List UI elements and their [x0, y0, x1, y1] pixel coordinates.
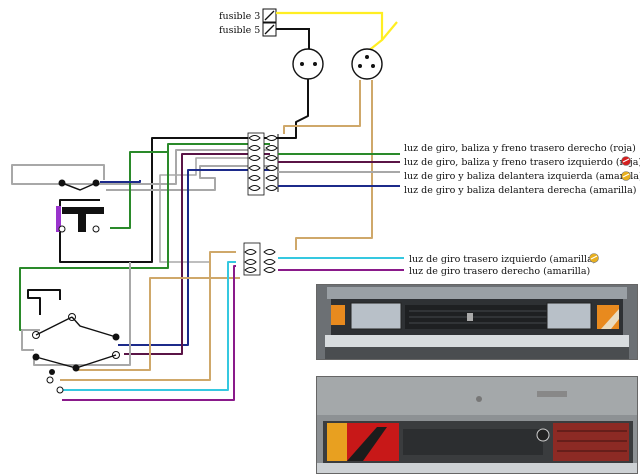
front-left-turn-lamp [331, 305, 345, 325]
fuse-block: fusible 3 fusible 5 [219, 8, 277, 37]
output-label-front-right-amber: luz de giro y baliza delantera derecha (… [404, 185, 636, 196]
output-label-rear-left-red: luz de giro, baliza y freno trasero izqu… [404, 157, 640, 168]
hazard-switch [56, 179, 104, 233]
output-label-rear-right-amber: luz de giro trasero derecho (amarilla) [409, 266, 590, 277]
relay-socket-icon [292, 48, 324, 80]
turn-switch [32, 313, 120, 394]
front-bumper-photo [316, 284, 638, 360]
fuse-5-label: fusible 5 [219, 25, 260, 36]
front-output-labels: luz de giro, baliza y freno trasero dere… [404, 143, 640, 196]
rear-bumper-illustration [317, 377, 637, 473]
output-label-rear-right-red: luz de giro, baliza y freno trasero dere… [404, 143, 636, 154]
rear-output-labels: luz de giro trasero izquierdo (amarilla)… [409, 253, 599, 277]
relay-socket-icon [351, 48, 383, 80]
output-label-front-left-amber: luz de giro y baliza delantera izquierda… [404, 171, 640, 182]
flasher-relay-left [292, 48, 324, 80]
fuse-3-label: fusible 3 [219, 11, 260, 22]
flasher-relay-right [351, 48, 383, 80]
connector-rear [243, 242, 404, 276]
power-wires [276, 11, 398, 53]
output-label-rear-left-amber: luz de giro trasero izquierdo (amarilla) [409, 254, 596, 265]
rear-right-lamp [553, 423, 629, 461]
wire-yellow-fuse-3 [276, 11, 384, 53]
connector-pins [248, 135, 278, 191]
trunk-lock-icon [536, 428, 550, 442]
switch-lever-icon [56, 206, 61, 232]
wire-black-fuse-5 [276, 28, 310, 52]
connector-front [247, 132, 400, 196]
rear-bumper-photo [316, 376, 638, 474]
front-bumper-illustration [317, 285, 637, 359]
wiring-harness [11, 79, 373, 401]
